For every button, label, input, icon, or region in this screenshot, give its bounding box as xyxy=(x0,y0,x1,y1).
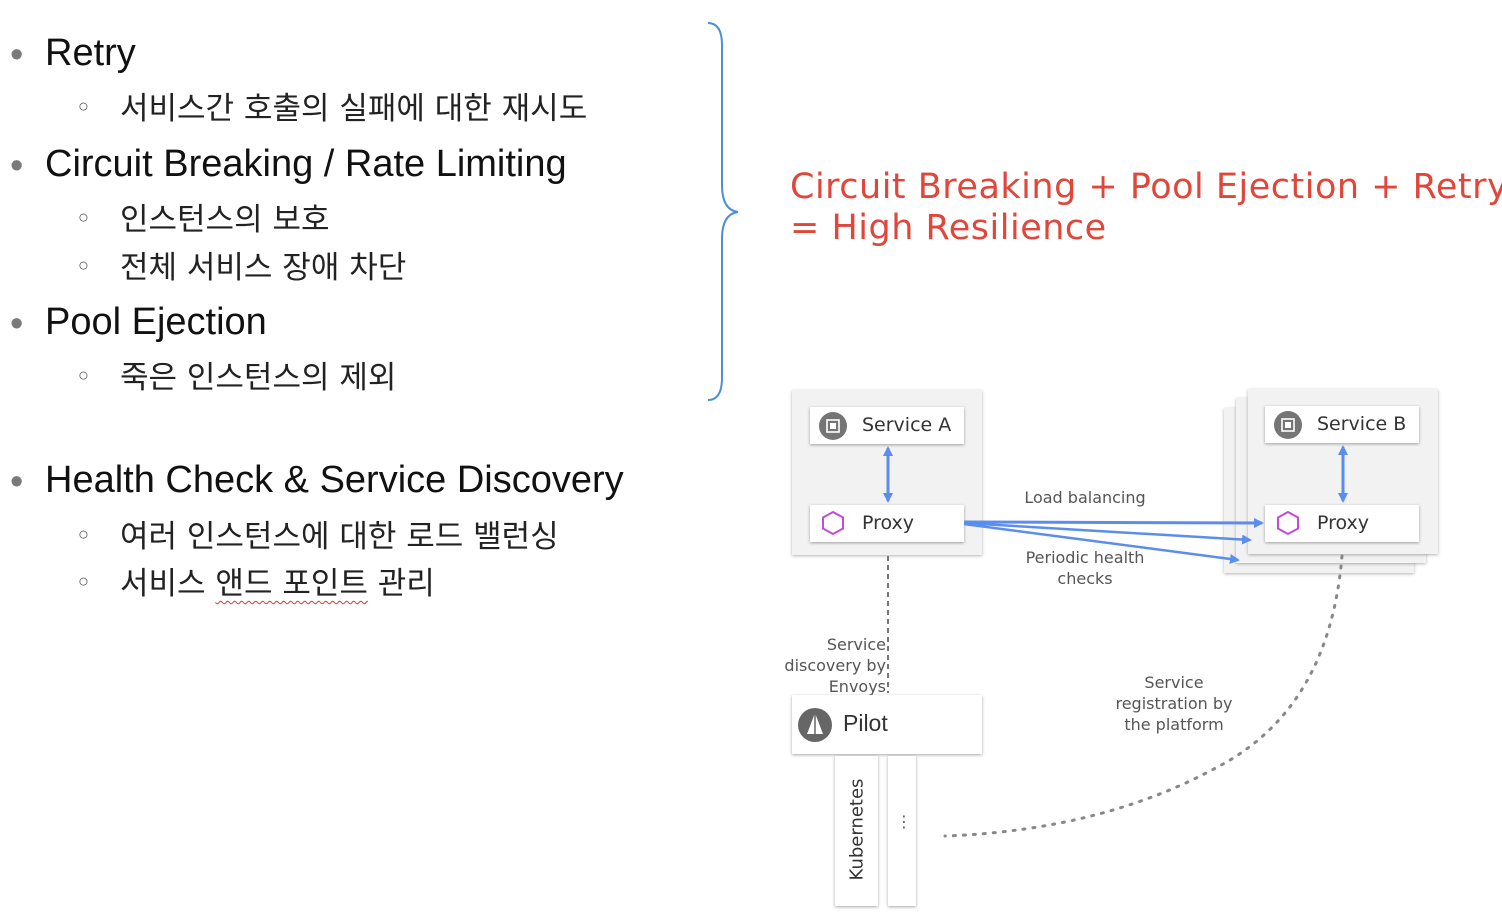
spellcheck-underlined-text: 앤드 포인트 xyxy=(215,566,368,602)
chip-icon xyxy=(1274,411,1302,439)
bullet-retry: Retry xyxy=(45,32,136,74)
callout-line-2: = High Resilience xyxy=(790,208,1107,248)
callout-line-1: Circuit Breaking + Pool Ejection + Retry xyxy=(790,167,1502,207)
sub-health-1: 여러 인스턴스에 대한 로드 밸런싱 xyxy=(120,519,559,555)
service-a-label: Service A xyxy=(862,414,952,436)
service-b-box: Service B xyxy=(1265,406,1419,443)
sub-marker: ○ xyxy=(78,365,89,385)
bullet-marker: • xyxy=(10,145,24,187)
health-checks-line-1: Periodic health xyxy=(1025,548,1145,567)
sub-circuit-2: 전체 서비스 장애 차단 xyxy=(120,250,407,286)
sub-health-2-word1: 서비스 xyxy=(120,566,216,602)
service-b-label: Service B xyxy=(1317,413,1407,435)
proxy-a-box: Proxy xyxy=(810,505,964,542)
proxy-b-box: Proxy xyxy=(1265,505,1419,542)
more-platforms-ellipsis: ⋮ xyxy=(896,814,912,831)
service-registration-line-2: registration by xyxy=(1115,694,1233,713)
other-platforms-column: ⋮ xyxy=(888,756,916,906)
proxy-a-label: Proxy xyxy=(862,512,915,534)
service-registration-line-1: Service xyxy=(1144,673,1204,692)
service-registration-line-3: the platform xyxy=(1124,715,1224,734)
health-check-arrow xyxy=(963,522,1240,564)
service-discovery-label: Service discovery by Envoys xyxy=(762,634,886,697)
sub-marker: ○ xyxy=(78,571,89,591)
service-discovery-line-3: Envoys xyxy=(828,677,886,696)
bullet-circuit-breaking: Circuit Breaking / Rate Limiting xyxy=(45,143,567,185)
sub-retry-1: 서비스간 호출의 실패에 대한 재시도 xyxy=(120,91,588,127)
sub-marker: ○ xyxy=(78,96,89,116)
bullet-marker: • xyxy=(10,34,24,76)
sub-marker: ○ xyxy=(78,207,89,227)
bullet-pool-ejection: Pool Ejection xyxy=(45,301,267,343)
service-discovery-line-2: discovery by xyxy=(784,656,886,675)
pilot-box: Pilot xyxy=(792,695,982,754)
bullet-marker: • xyxy=(10,461,24,503)
sub-health-2-word4: 관리 xyxy=(377,566,435,602)
kubernetes-column: Kubernetes xyxy=(835,756,878,906)
load-balancing-arrow xyxy=(963,521,1252,545)
curly-brace xyxy=(707,22,739,401)
sail-icon xyxy=(798,708,832,742)
hexagon-icon xyxy=(1277,510,1299,536)
sub-pool-1: 죽은 인스턴스의 제외 xyxy=(120,360,397,396)
proxy-b-label: Proxy xyxy=(1317,512,1370,534)
hexagon-icon xyxy=(822,510,844,536)
pilot-label: Pilot xyxy=(843,710,888,736)
registration-dotted-curve xyxy=(943,554,1344,838)
load-balancing-arrow xyxy=(963,517,1264,528)
chip-icon xyxy=(819,412,847,440)
load-balancing-label: Load balancing xyxy=(1024,488,1146,507)
sub-health-2: 서비스 앤드 포인트 관리 xyxy=(120,558,435,603)
sub-marker: ○ xyxy=(78,524,89,544)
bullet-marker: • xyxy=(10,303,24,345)
health-checks-line-2: checks xyxy=(1057,569,1113,588)
health-checks-label: Periodic health checks xyxy=(1010,547,1160,589)
sub-marker: ○ xyxy=(78,255,89,275)
sub-circuit-1: 인스턴스의 보호 xyxy=(120,202,330,238)
service-a-box: Service A xyxy=(810,407,964,444)
service-registration-label: Service registration by the platform xyxy=(1094,672,1254,735)
service-discovery-line-1: Service xyxy=(826,635,886,654)
kubernetes-label: Kubernetes xyxy=(846,778,868,881)
bullet-health-check: Health Check & Service Discovery xyxy=(45,459,624,501)
